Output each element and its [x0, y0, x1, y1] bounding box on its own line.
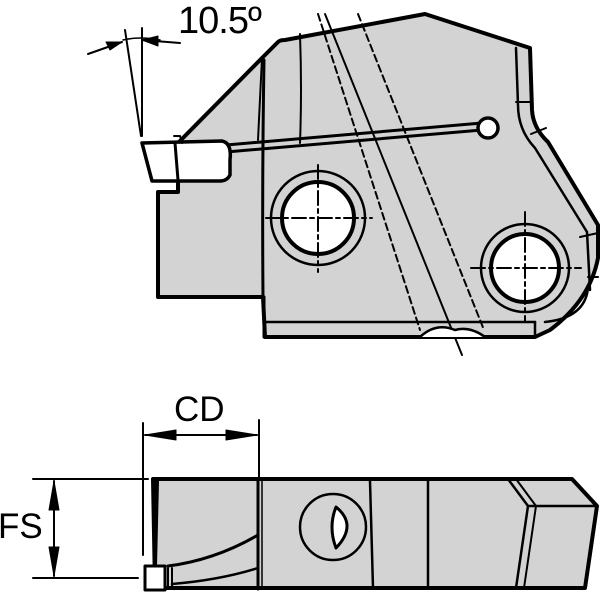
cd-dimension-label: CD [174, 390, 225, 429]
angle-dimension [87, 27, 181, 137]
mounting-hole-right [470, 211, 582, 323]
top-view-body [151, 477, 599, 590]
fs-dimension [32, 478, 149, 579]
cd-dimension [142, 419, 260, 556]
head-body [156, 12, 600, 339]
top-view-insert [143, 564, 167, 592]
side-hole [298, 492, 368, 562]
insert [140, 139, 233, 183]
mounting-hole-left [265, 164, 373, 273]
slot-relief-hole [476, 116, 500, 140]
angle-dimension-label: 10.5º [178, 0, 262, 42]
fs-dimension-label: FS [0, 507, 43, 546]
